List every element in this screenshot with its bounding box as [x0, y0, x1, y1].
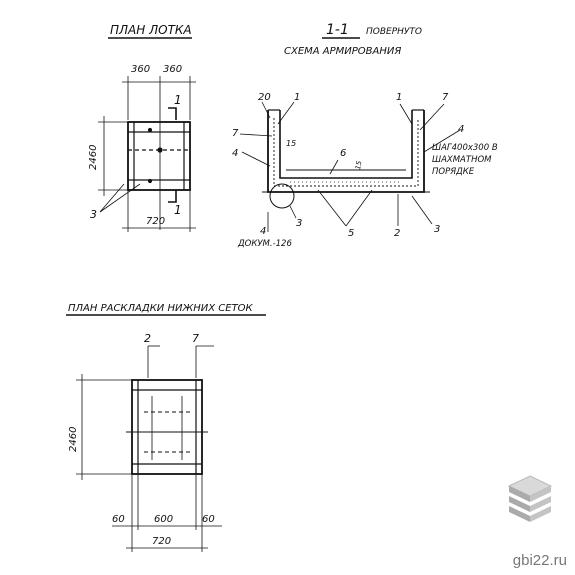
mesh-plan-view: ПЛАН РАСКЛАДКИ НИЖНИХ СЕТОК 2 7 2460 60 … [66, 303, 266, 552]
stacked-slabs-icon [507, 475, 553, 522]
callout-3-plan: 3 [90, 208, 97, 221]
callout-3-section: 3 [296, 218, 302, 229]
section-view: 1-1 ПОВЕРНУТО СХЕМА АРМИРОВАНИЯ 20 1 [232, 22, 498, 249]
callout-1-right: 1 [396, 92, 402, 103]
dim-2460-mesh: 2460 [68, 427, 79, 452]
watermark-text[interactable]: gbi22.ru [512, 552, 567, 569]
note-step-line1: ШАГ400х300 В [432, 143, 498, 153]
mesh-plan-title: ПЛАН РАСКЛАДКИ НИЖНИХ СЕТОК [68, 303, 254, 314]
scheme-title: СХЕМА АРМИРОВАНИЯ [284, 46, 401, 57]
plan-tray-view: ПЛАН ЛОТКА 360 360 1 1 2460 720 [88, 23, 196, 232]
callout-6: 6 [340, 148, 346, 159]
cut-mark-top: 1 [174, 93, 182, 107]
callout-1-left: 1 [294, 92, 300, 103]
dim-60-right: 60 [202, 514, 215, 525]
note-step-line2: ШАХМАТНОМ [432, 155, 492, 165]
mesh-callout-2: 2 [144, 332, 151, 345]
doc-reference: ДОКУМ.-126 [237, 239, 292, 249]
callout-3-right: 3 [434, 224, 440, 235]
callout-4-bottom: 4 [260, 226, 266, 237]
plan-tray-title: ПЛАН ЛОТКА [110, 23, 192, 37]
callout-20: 20 [258, 92, 271, 103]
dim-720-plan: 720 [146, 216, 165, 227]
dim-720-mesh: 720 [152, 536, 171, 547]
note-step-line3: ПОРЯДКЕ [432, 167, 475, 177]
dim-360-right: 360 [163, 64, 182, 75]
callout-5: 5 [348, 228, 354, 239]
section-title: 1-1 [326, 22, 349, 38]
callout-2: 2 [394, 228, 400, 239]
rotated-label: ПОВЕРНУТО [366, 27, 422, 37]
callout-4-right: 4 [458, 124, 464, 135]
callout-4-left: 4 [232, 148, 238, 159]
callout-7-left: 7 [232, 128, 239, 139]
dim-15-slab: 15 [354, 160, 364, 171]
dim-60-left: 60 [112, 514, 125, 525]
dim-360-left: 360 [131, 64, 150, 75]
mesh-callout-7: 7 [192, 332, 199, 345]
dim-600: 600 [154, 514, 173, 525]
dim-15-wall: 15 [286, 139, 296, 148]
callout-7-right: 7 [442, 92, 449, 103]
cut-mark-bottom: 1 [174, 203, 182, 217]
dim-2460-plan: 2460 [88, 145, 99, 170]
